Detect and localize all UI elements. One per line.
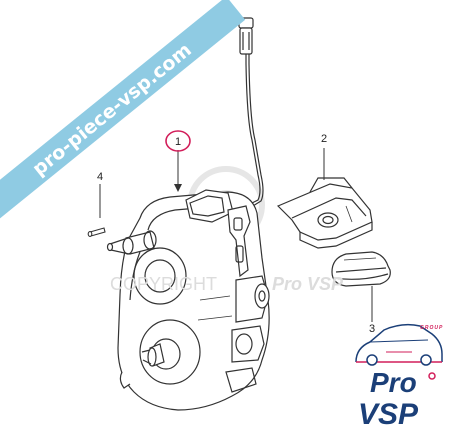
connector-wire (238, 17, 264, 210)
watermark-brand-text: Pro VSP (272, 274, 344, 294)
copyright-watermark: COPYRIGHT Pro VSP (110, 274, 344, 294)
watermark-copyright-text: COPYRIGHT (110, 274, 217, 294)
car-silhouette-icon (355, 323, 443, 366)
callout-1-arrow (174, 150, 182, 192)
callout-3-number: 3 (369, 323, 375, 335)
callout-1-ring (165, 130, 191, 152)
banner-text: pro-piece-vsp.com (28, 39, 195, 180)
callout-2-number: 2 (321, 133, 327, 145)
callout-1-number: 1 (175, 136, 181, 148)
logo-tagline: GROUP (420, 325, 443, 331)
callout-4-number: 4 (97, 171, 103, 183)
logo-accent-dot (428, 372, 436, 380)
logo-line2: VSP (358, 398, 419, 431)
rubber-cap-part (331, 251, 391, 287)
pin-part (87, 227, 106, 237)
bracket-part (276, 177, 373, 249)
gearbox-part (106, 189, 270, 411)
logo-line1: Pro (370, 367, 417, 398)
site-banner: pro-piece-vsp.com (0, 0, 246, 222)
callout-leaders (99, 148, 373, 322)
brand-logo: GROUP Pro VSP (355, 323, 443, 431)
